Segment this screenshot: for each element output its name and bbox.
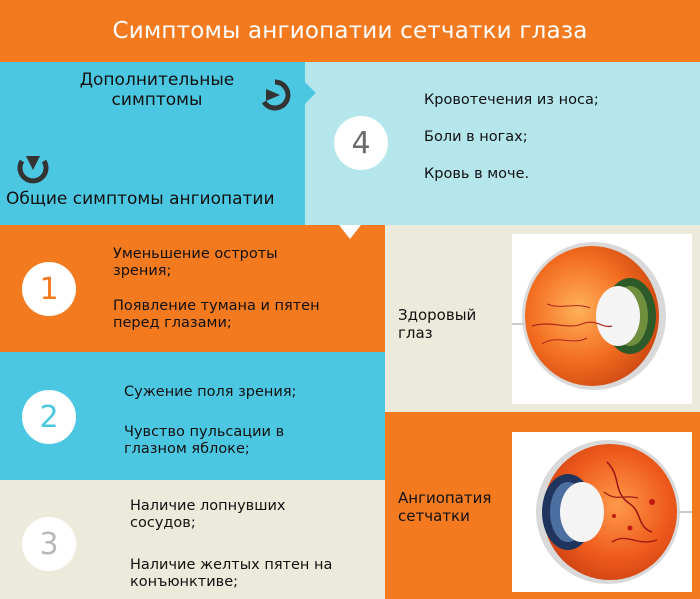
band-top-left [0, 62, 316, 225]
healthy-eye-illustration [512, 242, 666, 390]
general-symptoms-label: Общие симптомы ангиопатии [6, 189, 275, 209]
healthy-eye-label: Здоровый глаз [398, 306, 477, 342]
arrow-right-circle-icon [261, 79, 291, 111]
symptom-4-2: Боли в ногах; [424, 129, 528, 145]
disease-eye-label: Ангиопатия сетчатки [398, 489, 492, 525]
band-top-right [305, 62, 700, 225]
band-1 [0, 225, 385, 352]
number-circle-3: 3 [22, 517, 76, 571]
symptom-3-2: Наличие желтых пятен на конъюнктиве; [130, 557, 333, 590]
symptom-1-1: Уменьшение остроты зрения; [113, 246, 278, 279]
symptom-4-3: Кровь в моче. [424, 166, 530, 182]
band-2 [0, 352, 396, 480]
number-circle-1: 1 [22, 262, 76, 316]
symptom-4-1: Кровотечения из носа; [424, 92, 599, 108]
page-title: Симптомы ангиопатии сетчатки глаза [0, 0, 700, 62]
number-circle-2: 2 [22, 390, 76, 444]
symptom-2-2: Чувство пульсации в глазном яблоке; [124, 424, 285, 457]
angiopathy-eye-illustration [536, 440, 692, 584]
band-3 [0, 480, 385, 599]
number-circle-4: 4 [334, 116, 388, 170]
additional-symptoms-label: Дополнительные симптомы [79, 70, 235, 110]
symptom-3-1: Наличие лопнувших сосудов; [130, 498, 286, 531]
symptom-1-2: Появление тумана и пятен перед глазами; [113, 298, 320, 331]
symptom-2-1: Сужение поля зрения; [124, 384, 297, 400]
arrow-down-circle-icon [17, 156, 49, 184]
